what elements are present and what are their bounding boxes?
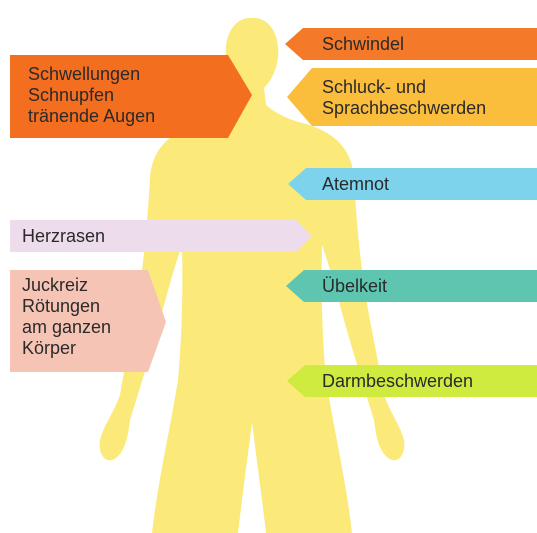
label-herzrasen: Herzrasen <box>22 226 105 247</box>
label-schwellungen: Schwellungen Schnupfen tränende Augen <box>28 64 155 127</box>
label-schwindel: Schwindel <box>322 34 404 55</box>
label-uebelkeit: Übelkeit <box>322 276 387 297</box>
label-atemnot: Atemnot <box>322 174 389 195</box>
label-schluck: Schluck- und Sprachbeschwerden <box>322 77 486 119</box>
label-juckreiz: Juckreiz Rötungen am ganzen Körper <box>22 275 111 359</box>
label-darm: Darmbeschwerden <box>322 371 473 392</box>
